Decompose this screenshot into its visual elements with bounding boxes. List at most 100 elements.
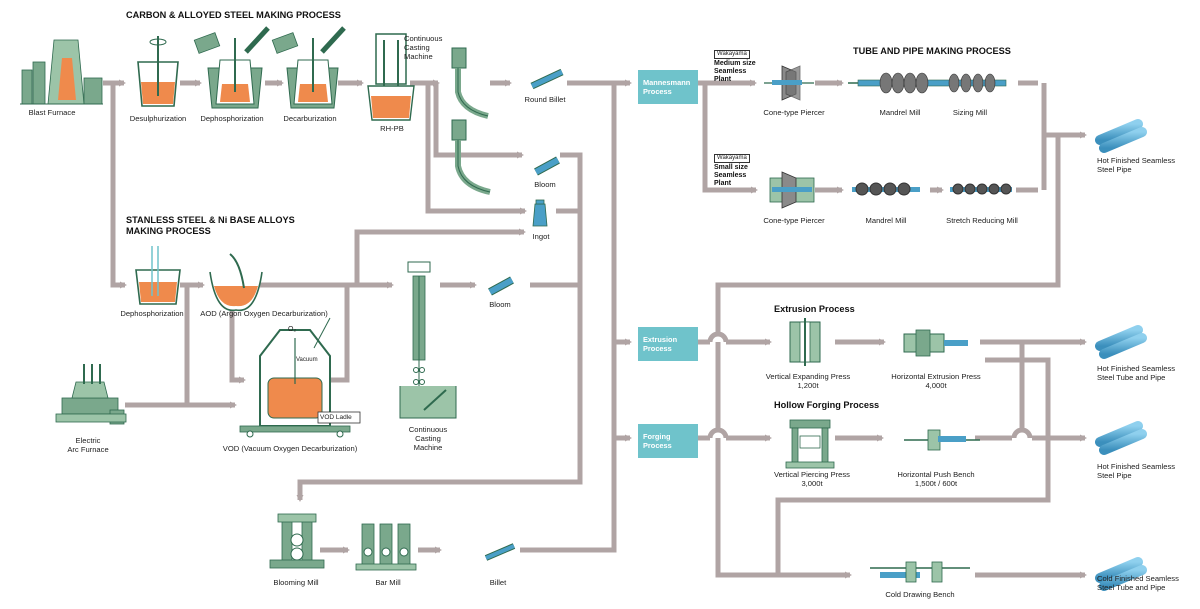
rh-pb-vessel-icon: [367, 33, 415, 121]
hot-pipe-label-line2: Steel Pipe: [1097, 165, 1132, 174]
vertical-expanding-press-icon: [789, 318, 821, 366]
mannesmann-process-label: Mannesmann Process: [638, 70, 698, 104]
cc-bottom-label-line3: Machine: [413, 443, 443, 452]
dephosphorization-converter-icon: [193, 26, 270, 109]
cc-bottom-label-line1: Continuous: [408, 425, 448, 434]
cone-piercer-small-icon: [769, 171, 815, 209]
eaf-label-line1: Electric: [75, 436, 101, 445]
cone-piercer-small-label: Cone-type Piercer: [763, 216, 825, 225]
blooming-mill-icon: [269, 513, 325, 569]
wakayama-tag-medium: Wakayama: [714, 50, 750, 59]
billet-icon: [484, 543, 516, 561]
cone-piercer-medium-icon: [764, 65, 814, 101]
decarburization-converter-icon: [271, 26, 346, 109]
cold-drawing-bench-label: Cold Drawing Bench: [885, 590, 955, 599]
cc-top-label-line3: Machine: [404, 52, 433, 61]
mannesmann-label-line2: Process: [643, 87, 672, 96]
blast-furnace-icon: [20, 39, 103, 105]
extrusion-label-line2: Process: [643, 344, 672, 353]
bar-mill-label: Bar Mill: [375, 578, 401, 587]
aod-converter-icon: [209, 253, 263, 312]
horizontal-extrusion-press-label-line1: Horizontal Extrusion Press: [891, 372, 981, 381]
vod-vessel-icon: [239, 317, 361, 438]
hot-finished-tube-icon: [1095, 325, 1147, 359]
round-billet-label: Round Billet: [524, 95, 566, 104]
round-billet-icon: [530, 68, 564, 90]
cold-pipe-label-line1: Cold Finished Seamless: [1097, 574, 1179, 583]
small-plant-line2: Seamless: [714, 172, 747, 179]
hot-finished-pipe-forging-icon: [1095, 421, 1147, 455]
hot-pipe-forging-label-line1: Hot Finished Seamless: [1097, 462, 1176, 471]
stretch-reducing-mill-icon: [950, 183, 1012, 195]
cold-finished-pipe-icon: [1095, 557, 1147, 591]
horizontal-extrusion-press-label-line2: 4,000t: [925, 381, 947, 390]
rh-pb-label: RH-PB: [380, 124, 404, 133]
stretch-reducing-mill-label: Stretch Reducing Mill: [946, 216, 1018, 225]
cold-pipe-label-line2: Steel Tube and Pipe: [1097, 583, 1166, 592]
forging-label-line1: Forging: [643, 432, 671, 441]
continuous-casting-machine-top-icon: [451, 47, 491, 195]
vertical-expanding-press-label-line1: Vertical Expanding Press: [765, 372, 851, 381]
cc-top-label-line2: Casting: [404, 43, 430, 52]
cold-drawing-bench-icon: [870, 561, 970, 583]
mandrel-mill-small-label: Mandrel Mill: [865, 216, 907, 225]
vod-label: VOD (Vacuum Oxygen Decarburization): [222, 444, 358, 453]
crossing-hops: [707, 331, 1033, 439]
blast-furnace-label: Blast Furnace: [28, 108, 76, 117]
horizontal-extrusion-press-icon: [903, 329, 968, 357]
vertical-expanding-press-label-line2: 1,200t: [797, 381, 819, 390]
bloom-top-label: Bloom: [534, 180, 556, 189]
small-plant-line3: Plant: [714, 180, 732, 187]
bloom-mid-label: Bloom: [489, 300, 511, 309]
bloom-top-icon: [534, 156, 560, 176]
ingot-label: Ingot: [532, 232, 550, 241]
medium-plant-line3: Plant: [714, 76, 732, 83]
bar-mill-icon: [355, 523, 417, 571]
sizing-mill-label: Sizing Mill: [952, 108, 988, 117]
decarburization-label: Decarburization: [283, 114, 337, 123]
hot-pipe-label-line1: Hot Finished Seamless: [1097, 156, 1176, 165]
horizontal-push-bench-label-line2: 1,500t / 600t: [914, 479, 958, 488]
eaf-label-line2: Arc Furnace: [67, 445, 109, 454]
vertical-piercing-press-label-line1: Vertical Piercing Press: [774, 470, 850, 479]
wakayama-tag-small: Wakayama: [714, 154, 750, 163]
vacuum-label: Vacuum: [296, 357, 318, 363]
bloom-mid-icon: [488, 276, 514, 296]
hot-finished-pipe-icon: [1095, 119, 1147, 153]
blooming-mill-label: Blooming Mill: [273, 578, 319, 587]
stainless-section-title-line2: MAKING PROCESS: [126, 226, 211, 236]
medium-plant-line2: Seamless: [714, 68, 747, 75]
extrusion-section-title: Extrusion Process: [774, 304, 855, 314]
mannesmann-label-line1: Mannesmann: [643, 78, 691, 87]
horizontal-push-bench-label-line1: Horizontal Push Bench: [897, 470, 975, 479]
mandrel-mill-medium-label: Mandrel Mill: [879, 108, 921, 117]
hot-pipe-forging-label-line2: Steel Pipe: [1097, 471, 1132, 480]
ingot-icon: [532, 199, 548, 227]
extrusion-process-label: Extrusion Process: [638, 327, 698, 361]
vertical-piercing-press-label-line2: 3,000t: [801, 479, 823, 488]
extrusion-label-line1: Extrusion: [643, 335, 678, 344]
vertical-piercing-press-icon: [785, 419, 835, 469]
desulphurization-label: Desulphurization: [129, 114, 187, 123]
desulphurization-icon: [137, 36, 179, 107]
cone-piercer-medium-label: Cone-type Piercer: [763, 108, 825, 117]
small-plant-line1: Small size: [714, 164, 748, 171]
dephosphorization-label: Dephosphorization: [200, 114, 264, 123]
aod-label: AOD (Argon Oxygen Decarburization): [200, 309, 328, 318]
mandrel-mill-small-icon: [852, 182, 920, 196]
medium-plant-line1: Medium size: [714, 60, 756, 67]
stainless-dephosphorization-label: Dephosphorization: [120, 309, 184, 318]
electric-arc-furnace-icon: [55, 364, 127, 425]
billet-label: Billet: [489, 578, 507, 587]
mandrel-mill-medium-icon: [848, 72, 1007, 94]
forging-process-label: Forging Process: [638, 424, 698, 458]
tube-section-title: TUBE AND PIPE MAKING PROCESS: [853, 46, 1011, 56]
oxygen-label: O₂: [288, 326, 297, 333]
carbon-section-title: CARBON & ALLOYED STEEL MAKING PROCESS: [126, 10, 341, 20]
vod-ladle-label: VOD Ladle: [320, 414, 352, 421]
horizontal-push-bench-icon: [904, 429, 980, 451]
hot-tube-label-line2: Steel Tube and Pipe: [1097, 373, 1166, 382]
hot-tube-label-line1: Hot Finished Seamless: [1097, 364, 1176, 373]
cc-bottom-label-line2: Casting: [415, 434, 441, 443]
